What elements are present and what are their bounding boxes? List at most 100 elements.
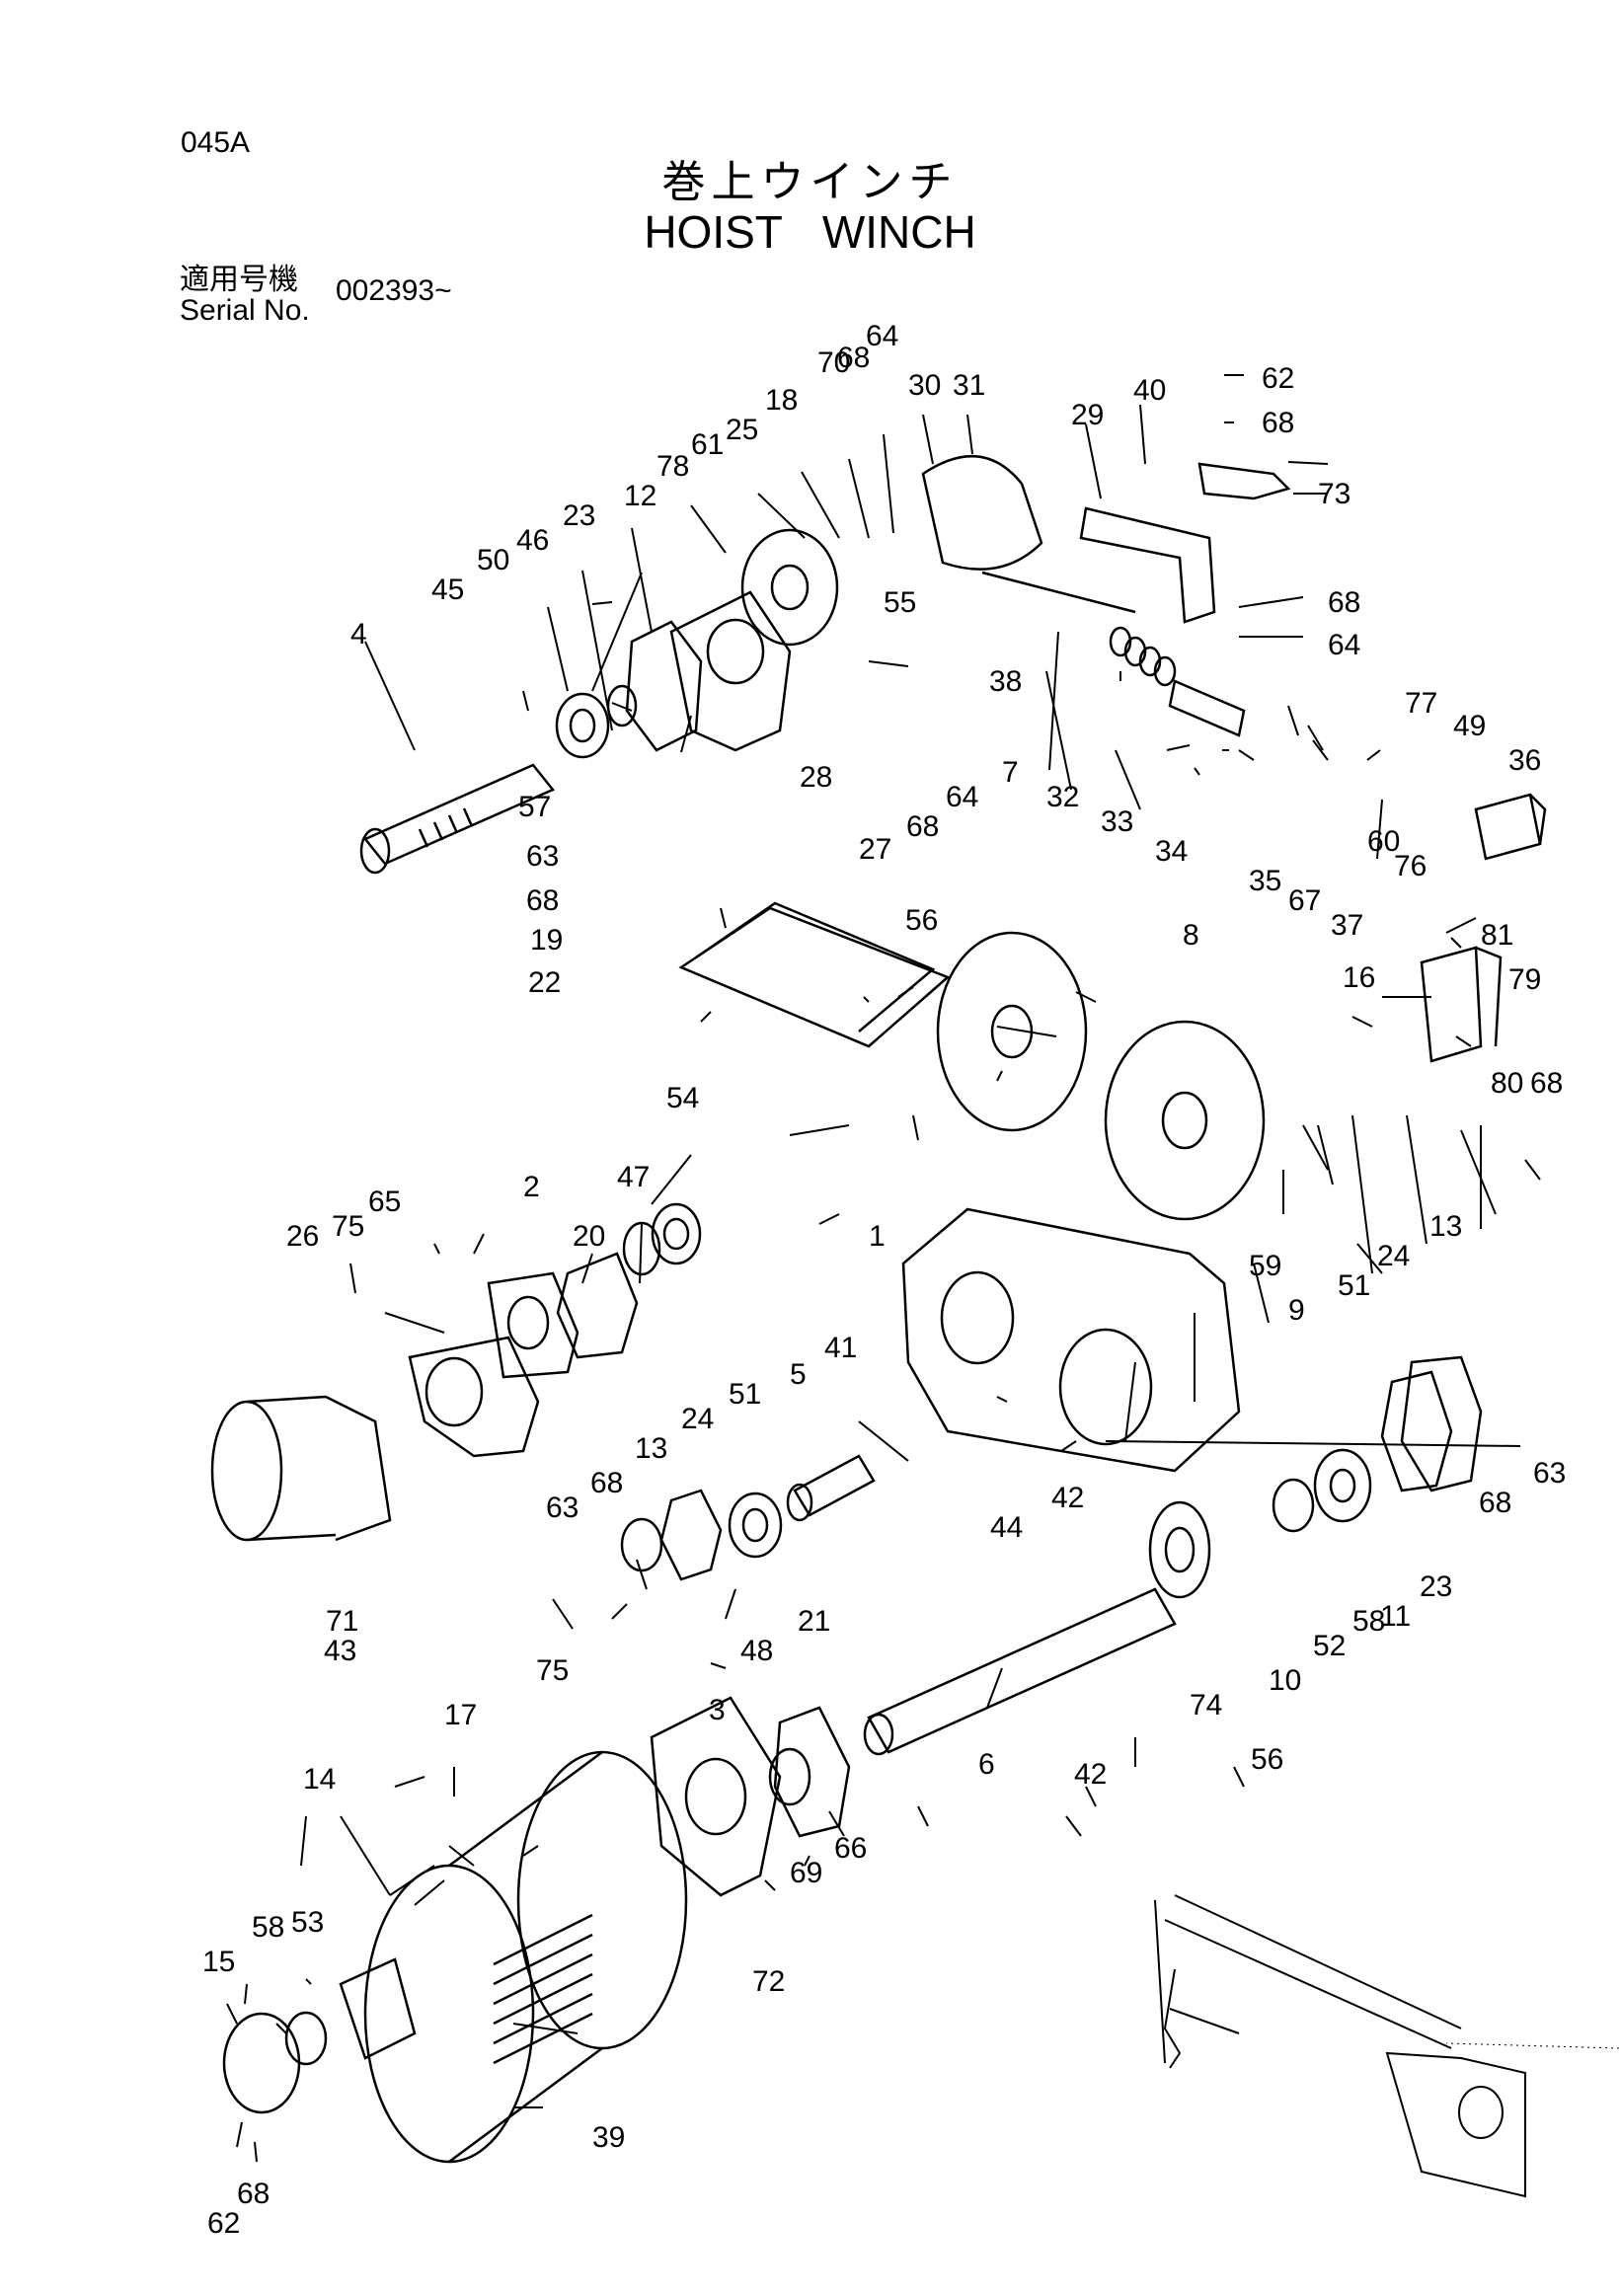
callout-30: 30 — [908, 369, 941, 402]
callout-42: 42 — [1051, 1482, 1084, 1514]
callout-15: 15 — [202, 1946, 235, 1978]
callout-17: 17 — [444, 1699, 477, 1731]
callout-46: 46 — [516, 524, 549, 557]
plate-73 — [1197, 462, 1291, 500]
callout-32: 32 — [1046, 781, 1079, 813]
callout-72: 72 — [752, 1965, 785, 1998]
spring-33 — [1109, 626, 1177, 687]
callout-56: 56 — [905, 904, 938, 937]
callout-42: 42 — [1074, 1758, 1107, 1791]
bracket-16 — [1420, 946, 1503, 1063]
callout-60: 60 — [1367, 825, 1400, 858]
gasket-20 — [556, 1252, 639, 1359]
callout-55: 55 — [884, 586, 916, 619]
callout-43: 43 — [324, 1635, 356, 1667]
callout-37: 37 — [1331, 909, 1363, 942]
serial-number-range: 002393~ — [336, 274, 452, 307]
callout-57: 57 — [518, 791, 551, 823]
crane-location-thumbnail — [1154, 1894, 1620, 2198]
title-japanese: 巻上ウインチ — [661, 157, 959, 207]
bearing-54 — [651, 1202, 702, 1265]
callout-36: 36 — [1508, 744, 1541, 777]
callout-68: 68 — [1479, 1487, 1511, 1519]
callout-11: 11 — [1380, 1600, 1411, 1633]
callout-63: 63 — [526, 840, 559, 873]
callout-24: 24 — [1377, 1240, 1410, 1272]
seal-46 — [606, 684, 638, 727]
callout-12: 12 — [624, 480, 656, 512]
callout-45: 45 — [431, 574, 464, 606]
bearing-51-mid — [728, 1492, 783, 1559]
callout-28: 28 — [800, 761, 832, 794]
page-code: 045A — [181, 126, 251, 159]
serial-label-japanese: 適用号機 — [180, 263, 298, 297]
serial-label-english: Serial No. — [180, 294, 310, 327]
callout-8: 8 — [1183, 919, 1199, 952]
adapter-plate — [487, 1271, 579, 1379]
flange-2 — [408, 1336, 540, 1458]
gasket-23-right — [1380, 1370, 1453, 1492]
title-english: HOIST WINCH — [644, 206, 976, 258]
callout-16: 16 — [1343, 961, 1375, 994]
callout-73: 73 — [1318, 478, 1350, 510]
callout-79: 79 — [1508, 963, 1541, 996]
callout-4: 4 — [350, 618, 367, 651]
callout-76: 76 — [1394, 850, 1427, 882]
callout-66: 66 — [834, 1832, 867, 1865]
callout-74: 74 — [1190, 1689, 1222, 1722]
callout-41: 41 — [824, 1332, 857, 1364]
callout-68: 68 — [590, 1467, 623, 1499]
gasket-23-top — [625, 620, 703, 752]
callout-33: 33 — [1101, 805, 1133, 838]
callout-70: 70 — [817, 346, 850, 379]
callout-81: 81 — [1481, 919, 1513, 952]
callout-71: 71 — [326, 1605, 358, 1638]
callout-47: 47 — [617, 1161, 650, 1193]
callout-7: 7 — [1002, 756, 1019, 789]
callout-75: 75 — [536, 1654, 569, 1687]
drum-shaft-6 — [863, 1587, 1177, 1756]
callout-54: 54 — [666, 1082, 699, 1114]
callout-68: 68 — [1530, 1067, 1563, 1100]
bracket-29 — [1079, 506, 1216, 624]
callout-13: 13 — [635, 1432, 667, 1465]
drum-14 — [363, 1750, 688, 2164]
gear-7 — [936, 931, 1088, 1132]
callout-59: 59 — [1249, 1250, 1281, 1282]
callout-67: 67 — [1288, 884, 1321, 917]
hub-flange — [339, 1957, 417, 2060]
callout-10: 10 — [1269, 1664, 1301, 1697]
gear-case-1 — [901, 1207, 1241, 1473]
input-pinion-shaft — [359, 763, 555, 875]
callout-3: 3 — [709, 1694, 726, 1726]
cover-13-mid — [620, 1517, 663, 1572]
callout-58: 58 — [252, 1911, 284, 1944]
brake-band-31 — [921, 455, 1136, 614]
callout-44: 44 — [990, 1511, 1023, 1544]
callout-25: 25 — [726, 414, 758, 446]
bearing-74 — [1148, 1500, 1211, 1599]
pipe-34 — [1168, 679, 1246, 737]
callout-1: 1 — [869, 1220, 886, 1253]
callout-51: 51 — [729, 1378, 761, 1411]
gasket-21 — [773, 1706, 851, 1838]
callout-53: 53 — [291, 1906, 324, 1939]
callout-39: 39 — [592, 2121, 625, 2154]
pinion-5 — [786, 1454, 876, 1522]
bush-10 — [1272, 1478, 1315, 1533]
callout-23: 23 — [1420, 1570, 1452, 1603]
cover-22 — [678, 901, 951, 1048]
callout-29: 29 — [1071, 399, 1104, 431]
callout-62: 62 — [1262, 362, 1294, 395]
callout-24: 24 — [681, 1403, 714, 1435]
callout-78: 78 — [656, 450, 689, 483]
callout-27: 27 — [859, 833, 891, 866]
callout-68: 68 — [237, 2178, 270, 2210]
seal-53 — [284, 2011, 328, 2066]
callout-68: 68 — [837, 342, 870, 374]
callout-77: 77 — [1405, 687, 1437, 720]
callout-5: 5 — [790, 1358, 807, 1391]
callout-69: 69 — [790, 1857, 822, 1889]
callout-64: 64 — [1328, 629, 1360, 661]
